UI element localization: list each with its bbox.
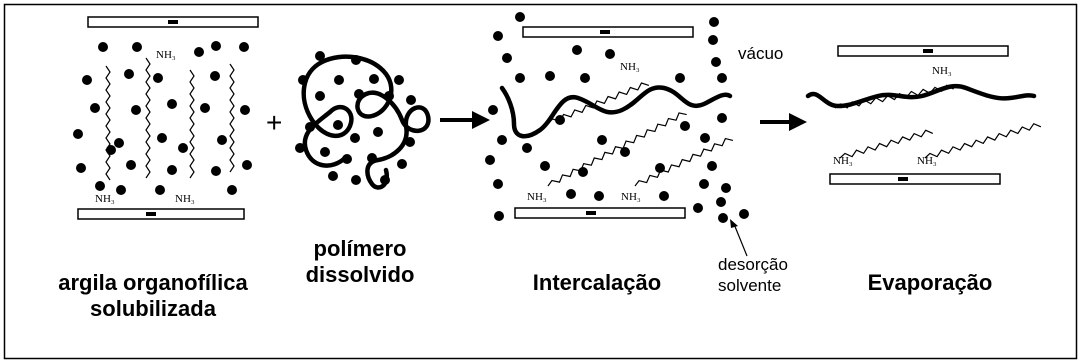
desorption-pointer [733, 223, 748, 257]
plus-sign: + [266, 107, 282, 138]
caption-polymer: polímero dissolvido [285, 236, 435, 288]
nh3-label: NH₃ [917, 155, 937, 167]
vacuum-label: vácuo [738, 44, 784, 63]
caption-line: solubilizada [90, 296, 216, 321]
arrow-right [760, 113, 807, 131]
alkyl-chains [834, 84, 1042, 159]
nh3-label: NH₃ [527, 191, 547, 203]
stage-clay: NH₃ NH₃ NH₃ [73, 16, 259, 220]
alkyl-chains [547, 82, 734, 187]
diagram-frame [3, 3, 1078, 360]
caption-line: dissolvido [305, 262, 415, 287]
solvent-molecules-1 [73, 41, 252, 195]
arrow-right [440, 111, 490, 129]
nh3-label: NH₃ [175, 193, 195, 205]
note-line: solvente [718, 276, 782, 295]
nh3-label: NH₃ [833, 155, 853, 167]
solvent-molecules-3 [485, 12, 749, 223]
nh3-label: NH₃ [95, 193, 115, 205]
polymer-chain [805, 83, 1037, 109]
caption-line: polímero [313, 236, 407, 261]
alkyl-chains [105, 57, 235, 181]
caption-clay: argila organofílica solubilizada [33, 270, 273, 322]
polymer-chain [499, 85, 733, 139]
nh3-label: NH₃ [620, 61, 640, 73]
solvent-molecules-2 [295, 51, 416, 185]
nh3-label: NH₃ [621, 191, 641, 203]
stage-polymer [295, 51, 431, 190]
stage-evaporation: NH₃ NH₃ NH₃ [805, 45, 1042, 185]
nh3-label: NH₃ [156, 49, 176, 61]
caption-line: Intercalação [532, 270, 662, 295]
note-line: desorção [718, 255, 788, 274]
nh3-label: NH₃ [932, 65, 952, 77]
caption-evaporation: Evaporação [850, 270, 1010, 296]
clay-plate-bottom [514, 207, 686, 219]
caption-line: argila organofílica [58, 270, 248, 295]
clay-plate-bottom [77, 208, 245, 220]
caption-intercalation: Intercalação [512, 270, 682, 296]
caption-line: Evaporação [867, 270, 993, 295]
clay-plate-bottom [829, 173, 1001, 185]
stage-intercalation: NH₃ NH₃ NH₃ [485, 12, 749, 257]
polymer-chain [301, 54, 431, 190]
desorption-label: desorção solvente [718, 254, 788, 296]
